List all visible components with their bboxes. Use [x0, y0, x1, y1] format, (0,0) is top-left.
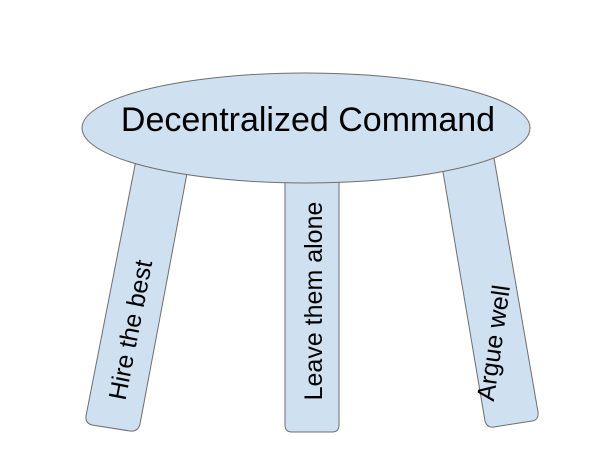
- leg-right: Argue well: [441, 157, 539, 428]
- leg-right-shape: [441, 157, 539, 428]
- seat-label: Decentralized Command: [121, 101, 495, 139]
- seat: Decentralized Command: [81, 72, 531, 184]
- leg-middle-label: Leave them alone: [300, 202, 328, 401]
- seat-shape: [81, 72, 531, 184]
- leg-middle: Leave them alone: [284, 171, 340, 433]
- leg-middle-shape: [284, 171, 340, 433]
- leg-left-shape: [85, 159, 189, 432]
- leg-left: Hire the best: [85, 159, 189, 432]
